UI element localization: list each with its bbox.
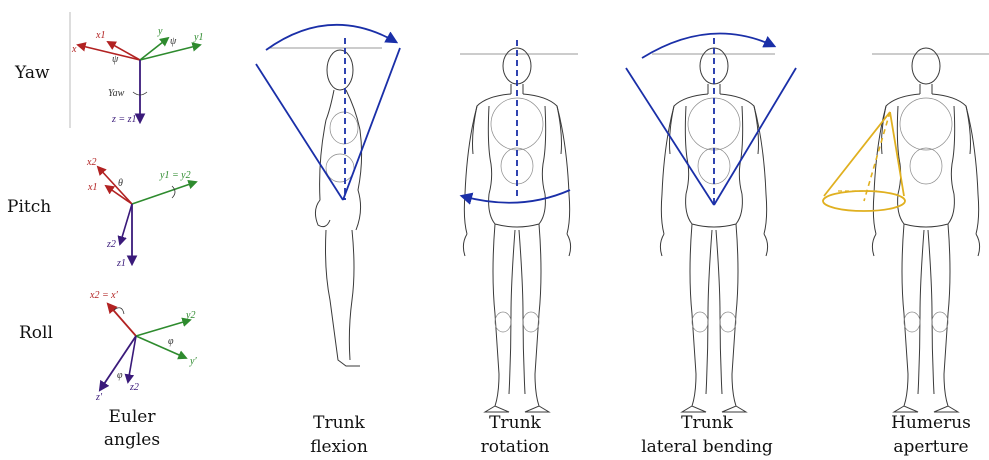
axis-x2-xprime: x2 = x′ <box>89 290 119 301</box>
axis-y1-y2: y1 = y2 <box>159 170 191 181</box>
caption-euler-2: angles <box>104 430 160 450</box>
angle-phi-z: φ <box>117 370 123 381</box>
roll-diagram: x2 = x′ y2 y′ φ φ z′ z2 <box>89 290 197 403</box>
humerus-cone <box>824 112 904 196</box>
lateral-range-left <box>626 68 714 205</box>
row-label-roll: Roll <box>19 323 53 343</box>
trunk-lateral-bending-figure <box>626 34 796 413</box>
trunk-flexion-figure <box>256 25 400 366</box>
axis-x1: x1 <box>95 30 105 41</box>
trunk-rotation-figure <box>460 40 578 412</box>
yaw-rotation-label: Yaw <box>108 88 125 99</box>
flexion-range-right <box>343 48 400 200</box>
row-label-pitch: Pitch <box>7 197 51 217</box>
angle-theta: θ <box>118 178 123 189</box>
captions: Euler angles Trunk flexion Trunk rotatio… <box>104 407 971 457</box>
axis-z2: z2 <box>106 239 116 250</box>
yaw-diagram: x x1 y y1 ψ ψ Yaw z = z1 <box>70 12 203 128</box>
flexion-range-left <box>256 64 343 200</box>
axis-y1: y1 <box>193 32 203 43</box>
caption-flexion-2: flexion <box>310 437 368 457</box>
rotation-arrow <box>462 190 570 203</box>
caption-humerus-1: Humerus <box>891 413 971 433</box>
axis-yprime: y′ <box>189 356 197 367</box>
caption-lateral-2: lateral bending <box>641 437 773 457</box>
axis-x: x <box>71 44 77 55</box>
caption-flexion-1: Trunk <box>313 413 365 433</box>
caption-lateral-1: Trunk <box>681 413 733 433</box>
angle-psi: ψ <box>112 54 119 65</box>
caption-rotation-1: Trunk <box>489 413 541 433</box>
axis-z1: z1 <box>116 258 126 269</box>
angle-phi: φ <box>168 336 174 347</box>
axis-z2-roll: z2 <box>129 382 139 393</box>
caption-humerus-2: aperture <box>893 437 968 457</box>
pitch-diagram: x2 x1 θ y1 = y2 z2 z1 <box>86 157 196 269</box>
axis-y: y <box>157 26 163 37</box>
caption-euler-1: Euler <box>109 407 157 427</box>
lateral-range-right <box>714 68 796 205</box>
axis-x1-pitch: x1 <box>87 182 97 193</box>
angle-psi-y: ψ <box>170 36 177 47</box>
humerus-axis <box>864 112 890 201</box>
axis-z: z = z1 <box>111 114 137 125</box>
humerus-aperture-figure <box>823 48 989 412</box>
axis-y2-roll: y2 <box>185 310 195 321</box>
flexion-arrow <box>266 25 396 50</box>
row-label-yaw: Yaw <box>14 63 50 83</box>
caption-rotation-2: rotation <box>481 437 550 457</box>
axis-zprime: z′ <box>95 392 103 403</box>
axis-x2: x2 <box>86 157 96 168</box>
